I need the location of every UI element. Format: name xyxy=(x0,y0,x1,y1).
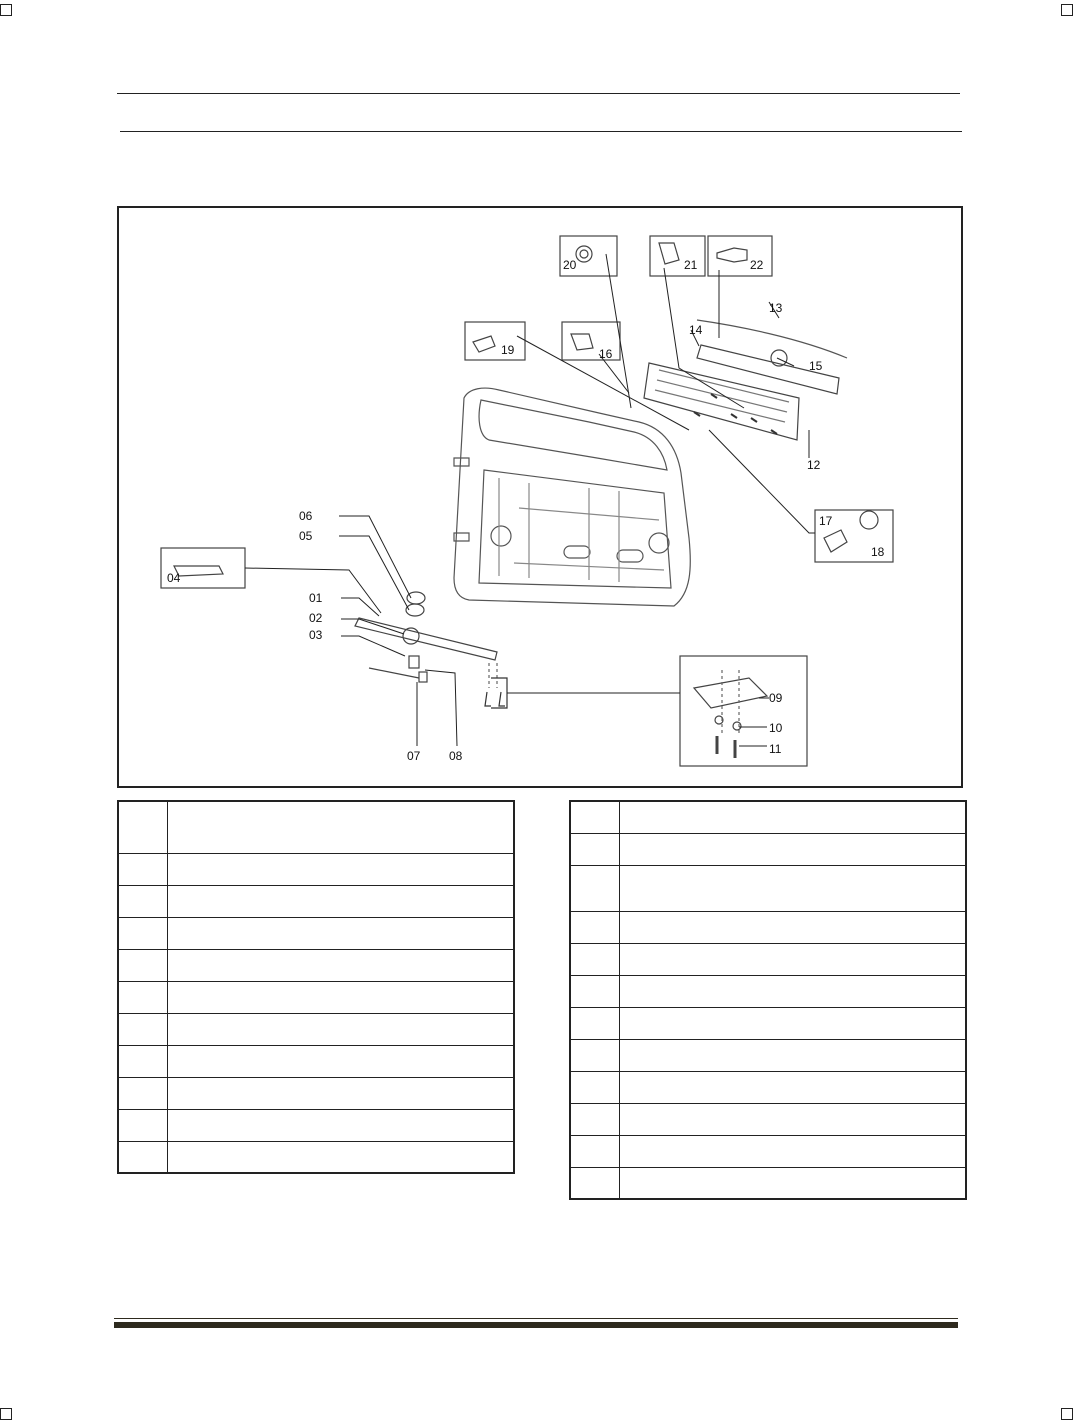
part-box-20 xyxy=(559,235,618,277)
table-row xyxy=(569,1070,967,1104)
exploded-parts-diagram: 20 21 22 13 14 15 19 16 12 17 18 06 05 0… xyxy=(117,206,963,788)
table-row xyxy=(569,832,967,866)
table-row xyxy=(117,916,515,950)
garnish-trim-14 xyxy=(696,319,848,359)
table-row xyxy=(117,1076,515,1110)
part-box-21 xyxy=(649,235,706,277)
hinge-tab-upper xyxy=(453,457,470,467)
callout-02: 02 xyxy=(309,611,323,625)
callout-12: 12 xyxy=(807,458,821,472)
table-row xyxy=(117,948,515,982)
part-box-22 xyxy=(707,235,773,277)
tailgate-slot-left xyxy=(563,545,591,559)
garnish-bracket-12 xyxy=(643,362,800,441)
callout-17: 17 xyxy=(819,514,833,528)
nut-03-shape xyxy=(408,655,420,669)
callout-04: 04 xyxy=(167,571,181,585)
lock-rod-plate-01 xyxy=(354,617,498,661)
callout-08: 08 xyxy=(449,749,463,763)
callout-20: 20 xyxy=(563,258,577,272)
clip-15-shape xyxy=(770,349,788,367)
garnish-upper-13 xyxy=(696,344,840,395)
callout-11: 11 xyxy=(769,742,782,756)
tailgate-hole-left xyxy=(490,525,512,547)
part-box-19 xyxy=(464,321,526,361)
callout-10: 10 xyxy=(769,721,783,735)
diagram-canvas: 20 21 22 13 14 15 19 16 12 17 18 06 05 0… xyxy=(160,235,894,767)
callout-06: 06 xyxy=(299,509,313,523)
callout-21: 21 xyxy=(684,258,698,272)
parts-table-left xyxy=(117,800,515,1174)
table-row xyxy=(569,1102,967,1136)
tailgate-window-opening xyxy=(478,399,668,471)
callout-03: 03 xyxy=(309,628,323,642)
table-row xyxy=(569,1134,967,1168)
table-row xyxy=(569,800,967,834)
callout-19: 19 xyxy=(501,343,515,357)
grommet-02-shape xyxy=(402,627,420,645)
table-row xyxy=(117,884,515,918)
tailgate-inner-panel xyxy=(478,469,672,589)
table-row xyxy=(117,852,515,886)
tailgate-hole-right xyxy=(648,532,670,554)
callout-01: 01 xyxy=(309,591,323,605)
header-rule-top xyxy=(117,93,960,94)
callout-22: 22 xyxy=(750,258,764,272)
table-row xyxy=(569,942,967,976)
table-row xyxy=(117,980,515,1014)
table-row xyxy=(569,1166,967,1200)
part-box-17-18 xyxy=(814,509,894,563)
callout-16: 16 xyxy=(599,347,613,361)
crop-mark-top-left xyxy=(0,4,12,16)
tailgate-door-outline xyxy=(453,387,691,607)
footer-rule-thin xyxy=(114,1318,958,1319)
callout-18: 18 xyxy=(871,545,885,559)
header-rule-bottom xyxy=(120,131,962,132)
rod-07-shape xyxy=(368,667,420,679)
crop-mark-bottom-left xyxy=(0,1408,12,1420)
tailgate-slot-right xyxy=(616,549,644,563)
crop-mark-top-right xyxy=(1061,4,1073,16)
table-row xyxy=(117,1108,515,1142)
parts-table-right xyxy=(569,800,967,1200)
table-row xyxy=(569,864,967,912)
table-row xyxy=(569,1038,967,1072)
callout-09: 09 xyxy=(769,691,783,705)
callout-15: 15 xyxy=(809,359,823,373)
hinge-tab-lower xyxy=(453,532,470,542)
callout-14: 14 xyxy=(689,323,703,337)
table-row xyxy=(117,800,515,854)
table-row xyxy=(117,1012,515,1046)
callout-07: 07 xyxy=(407,749,421,763)
table-row xyxy=(569,910,967,944)
table-row xyxy=(569,1006,967,1040)
part-box-09-11 xyxy=(679,655,808,767)
cap-06-shape xyxy=(406,591,426,605)
callout-05: 05 xyxy=(299,529,313,543)
footer-rule-thick xyxy=(114,1322,958,1328)
crop-mark-bottom-right xyxy=(1061,1408,1073,1420)
clip-08-shape xyxy=(418,671,428,683)
callout-13: 13 xyxy=(769,301,783,315)
table-row xyxy=(569,974,967,1008)
table-row xyxy=(117,1140,515,1174)
table-row xyxy=(117,1044,515,1078)
